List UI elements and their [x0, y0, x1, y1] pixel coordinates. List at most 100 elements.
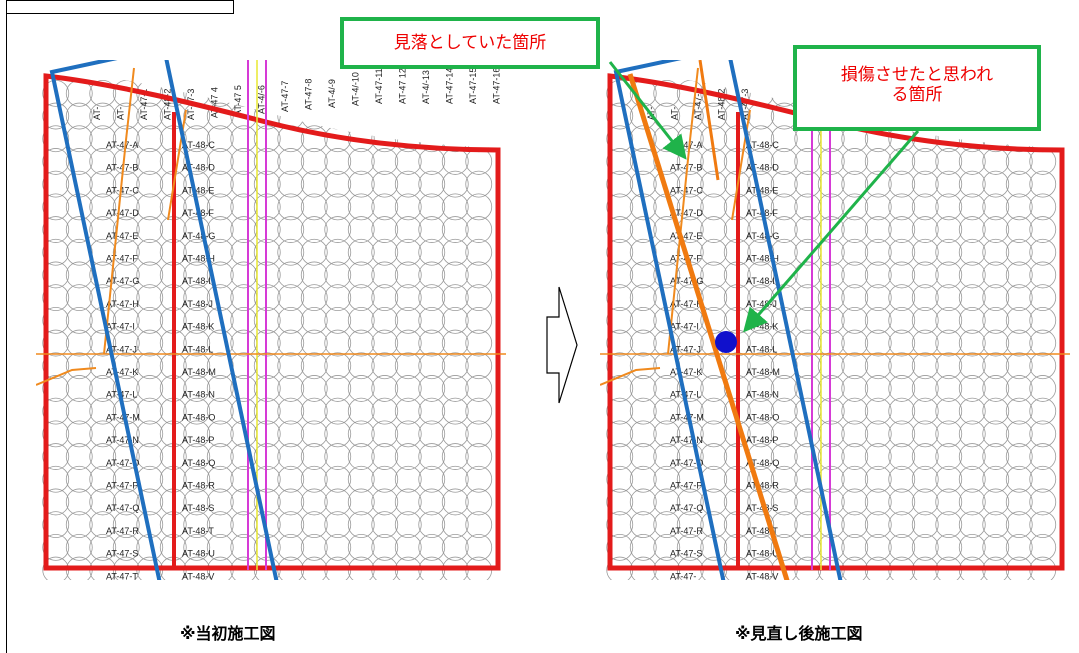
pile-circle: [371, 329, 399, 357]
pile-circle: [935, 216, 963, 243]
pile-circle: [371, 261, 399, 289]
pile-circle: [935, 193, 963, 221]
pile-row-label-48: AT-48-K: [746, 322, 778, 332]
pile-circle: [888, 443, 916, 470]
pile-circle: [982, 148, 1010, 175]
pile-circle: [277, 488, 305, 516]
pile-circle: [324, 533, 352, 561]
above-boundary-mask: [36, 60, 506, 148]
pile-circle: [324, 443, 352, 470]
pile-circle: [911, 511, 939, 539]
pile-circle: [770, 443, 798, 470]
pile-row-label-47: AT-47-J: [106, 344, 137, 354]
pile-circle: [935, 420, 963, 448]
pile-circle: [300, 352, 328, 380]
pile-circle: [794, 488, 822, 516]
pile-circle: [324, 170, 352, 198]
pile-circle: [958, 284, 986, 312]
column-header-label: AT-47-3: [740, 89, 750, 120]
pile-circle: [676, 375, 704, 402]
pile-circle: [418, 216, 446, 243]
pile-circle: [42, 420, 70, 448]
header-tab-top-rule: [6, 0, 234, 1]
pile-circle: [418, 261, 446, 289]
pile-circle: [465, 216, 493, 243]
pile-circle: [394, 533, 422, 561]
pile-circle: [958, 397, 986, 425]
pile-row-label-48: AT-48-G: [182, 231, 215, 241]
pile-circle: [112, 148, 140, 175]
pile-circle: [206, 397, 234, 425]
pile-row-label-47: AT-47-E: [670, 231, 702, 241]
pile-circle: [230, 329, 258, 357]
pile-circle: [347, 375, 375, 402]
pile-circle: [935, 465, 963, 493]
pile-circle: [935, 375, 963, 402]
pile-circle: [136, 420, 164, 448]
pile-circle: [136, 148, 164, 175]
pile-circle: [653, 329, 681, 357]
column-header-label: AT-47 5: [233, 85, 243, 116]
pile-circle: [606, 284, 634, 312]
pile-circle: [1029, 306, 1057, 334]
pile-circle: [958, 148, 986, 175]
pile-circle: [206, 511, 234, 539]
pile-circle: [230, 170, 258, 198]
pile-circle: [112, 216, 140, 243]
pile-circle: [817, 443, 845, 470]
pile-circle: [277, 511, 305, 539]
column-header-label: AT-47 4: [210, 87, 220, 118]
pile-circle: [465, 193, 493, 221]
pile-circle: [230, 284, 258, 312]
pile-circle: [347, 329, 375, 357]
pile-row-label-48: AT-48-H: [182, 254, 215, 264]
pile-circle: [1005, 306, 1033, 334]
pile-circle: [65, 375, 93, 402]
pile-circle: [347, 443, 375, 470]
pile-circle: [794, 216, 822, 243]
pile-circle: [324, 511, 352, 539]
pile-circle: [794, 511, 822, 539]
pile-circle: [183, 306, 211, 334]
original-drawing-caption: ※当初施工図: [180, 624, 276, 643]
pile-circle: [347, 306, 375, 334]
pile-circle: [277, 306, 305, 334]
pile-circle: [253, 352, 281, 380]
pile-circle: [465, 329, 493, 357]
pile-circle: [465, 284, 493, 312]
pile-circle: [1005, 420, 1033, 448]
pile-circle: [206, 193, 234, 221]
pile-circle: [441, 170, 469, 198]
pile-circle: [817, 216, 845, 243]
pile-circle: [418, 420, 446, 448]
pile-circle: [770, 397, 798, 425]
pile-circle: [394, 261, 422, 289]
pile-circle: [42, 488, 70, 516]
pile-circle: [89, 397, 117, 425]
header-tab-bottom-rule: [6, 13, 234, 14]
pile-circle: [371, 216, 399, 243]
pile-circle: [841, 420, 869, 448]
column-header-label: AT-47-16: [492, 68, 502, 104]
damaged-location-callout: 損傷させたと思われ る箇所: [793, 45, 1041, 131]
pile-circle: [253, 443, 281, 470]
pile-circle: [418, 148, 446, 175]
pile-circle: [183, 420, 211, 448]
pile-circle: [465, 443, 493, 470]
column-header-label: AT-47-7: [280, 81, 290, 112]
pile-circle: [277, 443, 305, 470]
pile-row-label-47: AT-47-A: [670, 140, 702, 150]
pile-circle: [112, 488, 140, 516]
pile-circle: [206, 125, 234, 153]
pile-circle: [324, 216, 352, 243]
pile-row-label-48: AT-48-N: [182, 390, 215, 400]
pile-circle: [441, 420, 469, 448]
pile-circle: [1029, 443, 1057, 470]
revised-drawing-caption: ※見直し後施工図: [735, 624, 863, 643]
pile-circle: [958, 420, 986, 448]
pile-circle: [935, 261, 963, 289]
pile-circle: [982, 284, 1010, 312]
pile-circle: [888, 306, 916, 334]
pile-row-label-48: AT-48-J: [746, 299, 777, 309]
